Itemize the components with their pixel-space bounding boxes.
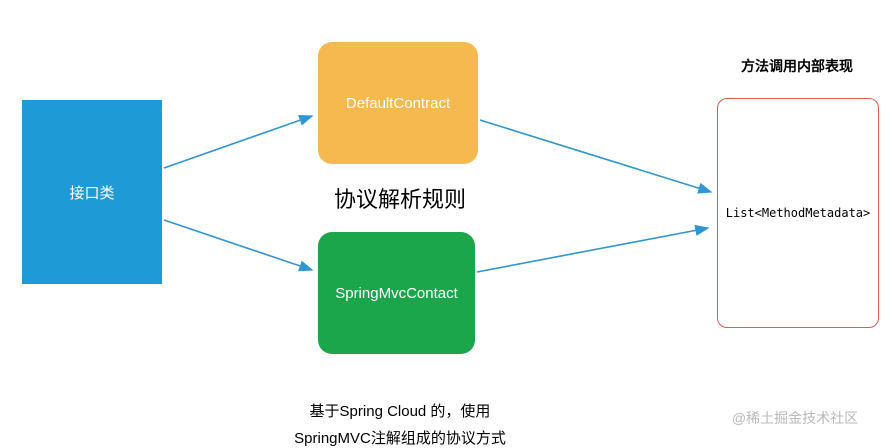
caption-line-2: SpringMVC注解组成的协议方式 [294,430,506,447]
interface-class-node: 接口类 [22,100,162,284]
method-call-internal-title: 方法调用内部表现 [741,58,853,74]
bottom-caption: 基于Spring Cloud 的，使用 SpringMVC注解组成的协议方式 [220,398,580,448]
spring-mvc-contact-label: SpringMvcContact [335,284,458,302]
method-metadata-node: List<MethodMetadata> [717,98,879,328]
caption-line-1: 基于Spring Cloud 的，使用 [309,403,491,420]
watermark-juejin: @稀土掘金技术社区 [731,410,859,426]
protocol-parse-rules-label: 协议解析规则 [333,187,466,212]
interface-class-label: 接口类 [69,184,115,202]
default-contract-label: DefaultContract [345,94,451,112]
default-contract-node: DefaultContract [318,42,478,164]
method-metadata-label: List<MethodMetadata> [725,206,871,220]
spring-mvc-contact-node: SpringMvcContact [318,232,475,354]
